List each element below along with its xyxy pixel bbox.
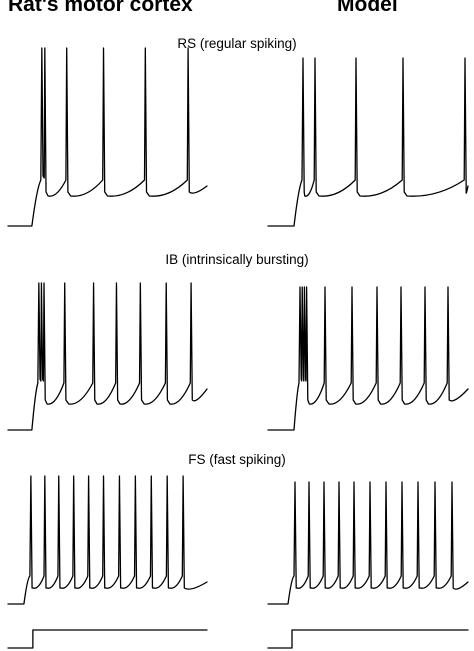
right-column-title: Model xyxy=(337,0,398,16)
fs-panel-title: FS (fast spiking) xyxy=(188,452,286,467)
stimulus-step-right xyxy=(267,629,469,649)
rs-trace-right xyxy=(267,57,469,227)
rs-panel-title: RS (regular spiking) xyxy=(177,36,297,51)
ib-trace-right xyxy=(267,286,469,431)
fs-trace-right xyxy=(267,481,469,605)
rs-trace-left xyxy=(7,47,208,227)
fs-trace-left xyxy=(7,475,208,605)
ib-trace-left xyxy=(7,282,208,431)
ib-panel-title: IB (intrinsically bursting) xyxy=(165,252,309,267)
stimulus-step-left xyxy=(7,629,208,649)
left-column-title: Rat's motor cortex xyxy=(8,0,193,16)
